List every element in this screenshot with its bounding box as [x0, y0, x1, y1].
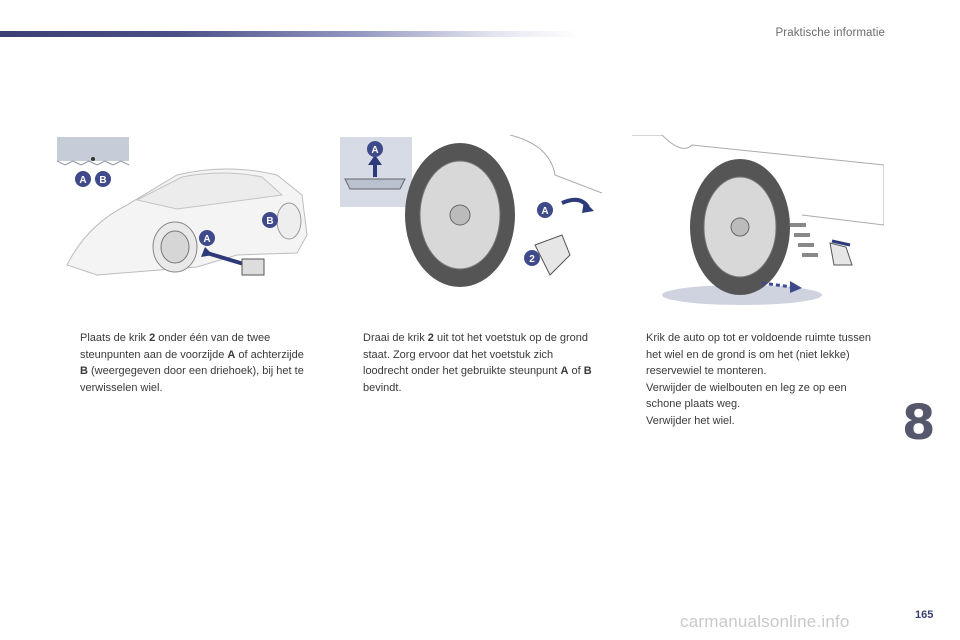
badge-a-mid: A [541, 206, 548, 217]
instruction-item: Plaats de krik 2 onder één van de twee s… [80, 332, 304, 394]
header-gradient-bar [0, 31, 580, 37]
instruction-item: Verwijder de wielbouten en leg ze op een… [646, 381, 847, 411]
badge-a-top: A [371, 145, 378, 156]
badge-a-small: A [79, 175, 86, 186]
jack-placement-illustration: A A 2 [340, 135, 602, 310]
instruction-column-2: Draai de krik 2 uit tot het voetstuk op … [345, 330, 600, 396]
instruction-item: Draai de krik 2 uit tot het voetstuk op … [363, 332, 592, 394]
badge-b: B [266, 216, 273, 227]
wheel-removal-illustration [622, 135, 884, 310]
car-jack-points-illustration: A B B A [57, 135, 315, 310]
chapter-number: 8 [902, 395, 936, 451]
badge-a: A [203, 234, 210, 245]
badge-2: 2 [529, 254, 535, 265]
badge-b-small: B [99, 175, 106, 186]
section-title: Praktische informatie [775, 27, 885, 39]
instruction-item: Verwijder het wiel. [646, 414, 735, 427]
instruction-item: Krik de auto op tot er voldoende ruimte … [646, 332, 872, 377]
instruction-column-1: Plaats de krik 2 onder één van de twee s… [62, 330, 312, 396]
page-number: 165 [915, 609, 934, 621]
watermark: carmanualsonline.info [680, 612, 850, 631]
instruction-column-3: Krik de auto op tot er voldoende ruimte … [628, 330, 883, 429]
